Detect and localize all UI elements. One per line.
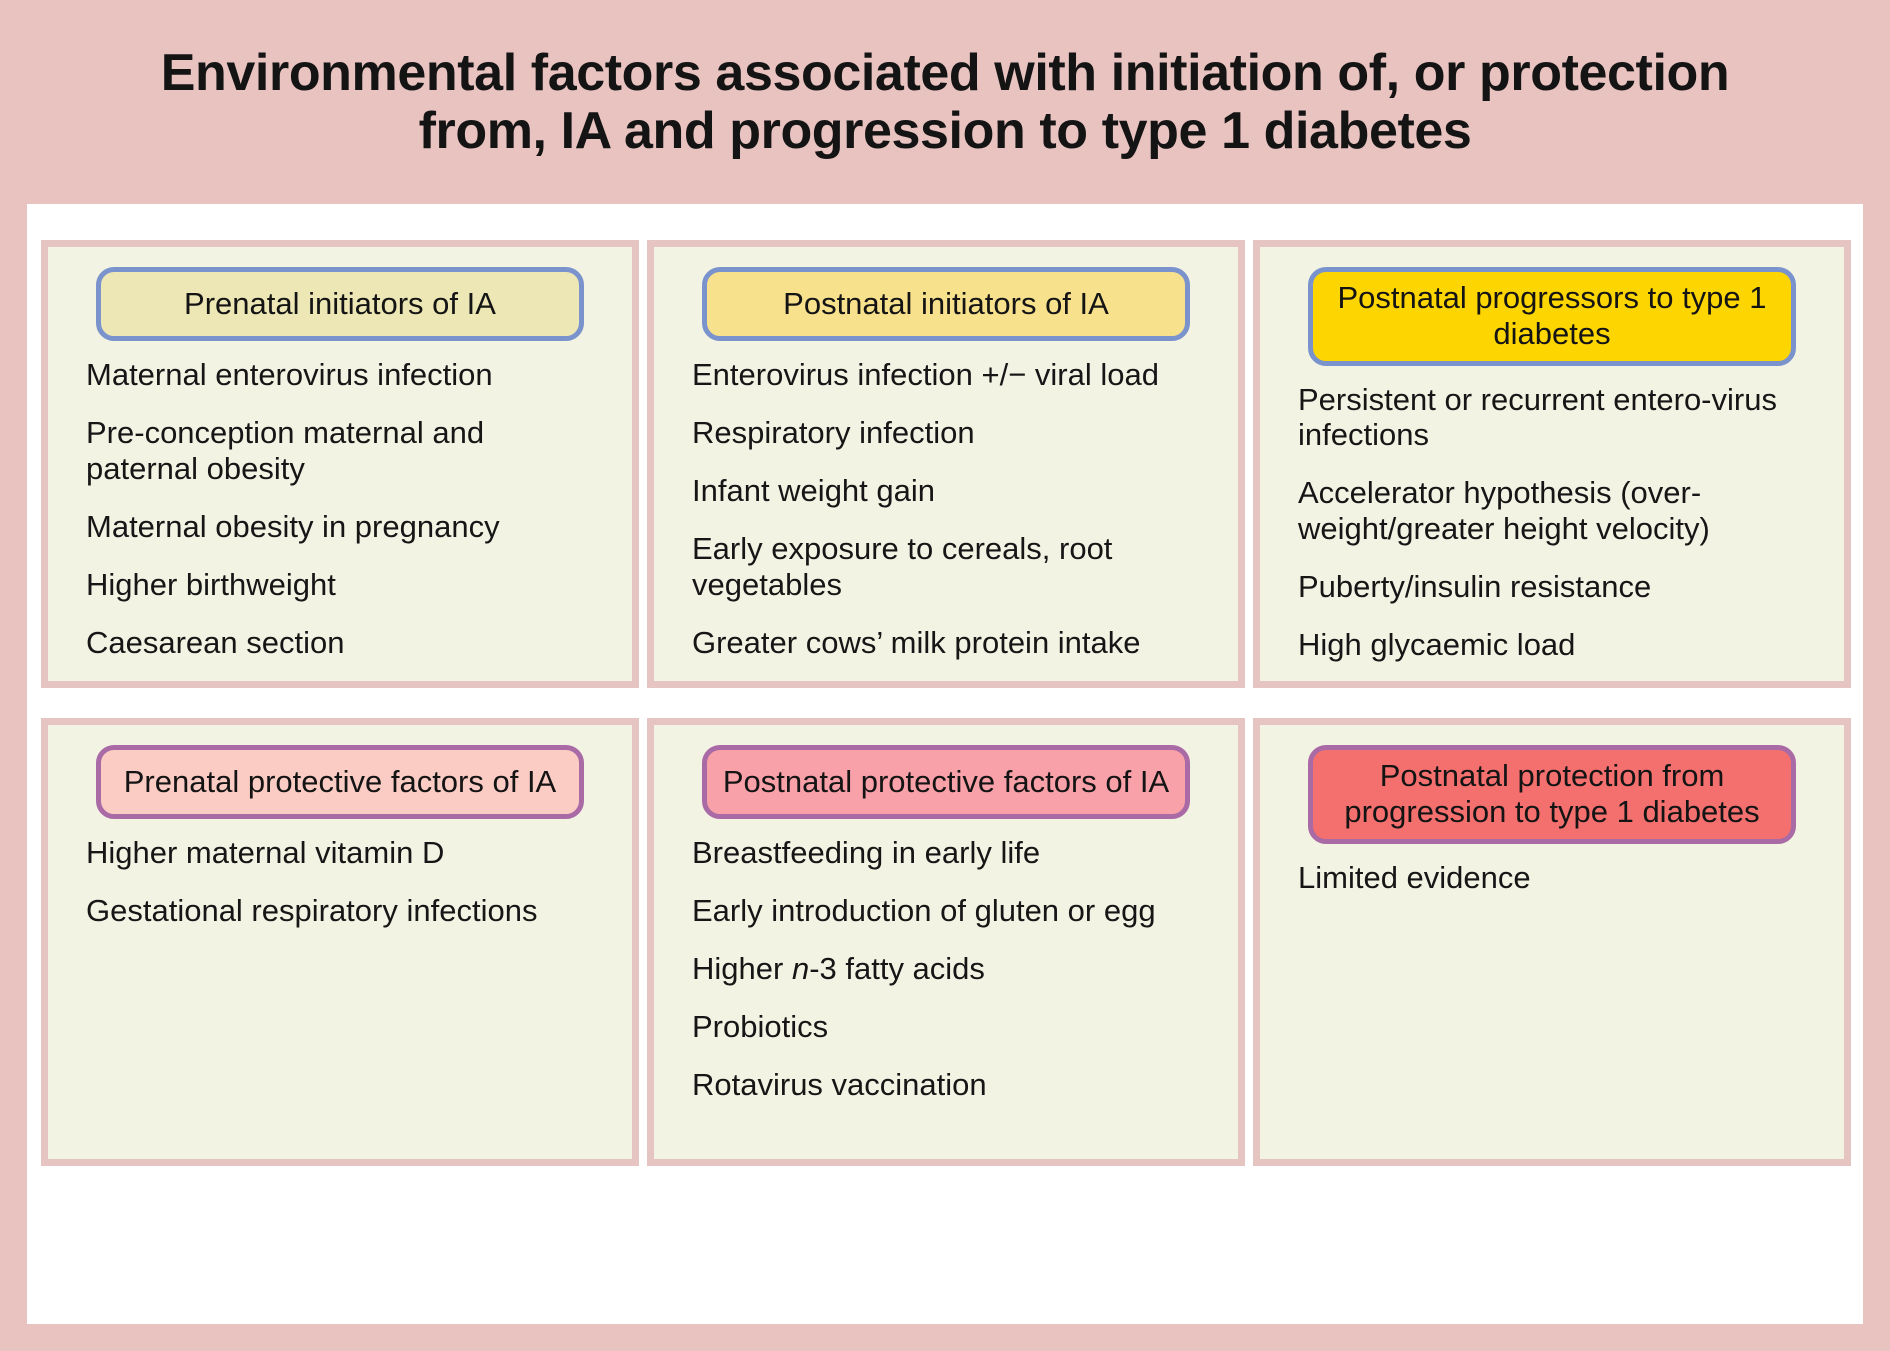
panel-prenatal-initiators: Prenatal initiators of IA Maternal enter…	[41, 240, 639, 688]
list-item: Higher birthweight	[86, 566, 336, 602]
list-item: Rotavirus vaccination	[692, 1066, 987, 1102]
panel-inner: Postnatal progressors to type 1 diabetes…	[1270, 261, 1834, 671]
badge-wrap: Prenatal protective factors of IA	[80, 739, 600, 819]
list-item: Lower microbial diversity	[1298, 685, 1812, 688]
panel-item-list: Maternal enterovirus infection Pre-conce…	[80, 351, 600, 688]
list-item: Higher n-3 fatty acids	[692, 950, 985, 986]
panel-header-postnatal-protection-progression: Postnatal protection from progression to…	[1308, 745, 1796, 844]
list-item: Breastfeeding in early life	[692, 835, 1041, 870]
list-item: Maternal obesity in pregnancy	[86, 508, 500, 544]
list-item: Early exposure to cereals, root vegetabl…	[692, 530, 1113, 602]
panel-inner: Postnatal initiators of IA Enterovirus i…	[664, 261, 1228, 671]
list-item: Pre-conception maternal and paternal obe…	[86, 414, 485, 486]
list-item: Caesarean section	[86, 624, 345, 660]
panel-inner: Prenatal initiators of IA Maternal enter…	[58, 261, 622, 671]
list-item: Greater cows’ milk protein intake	[692, 624, 1141, 660]
panel-item-list: Enterovirus infection +/− viral load Res…	[686, 351, 1206, 688]
panel-postnatal-protective: Postnatal protective factors of IA Breas…	[647, 718, 1245, 1166]
panel-header-postnatal-progressors: Postnatal progressors to type 1 diabetes	[1308, 267, 1796, 366]
panel-inner: Postnatal protective factors of IA Breas…	[664, 739, 1228, 1149]
panel-header-postnatal-protective: Postnatal protective factors of IA	[702, 745, 1190, 819]
list-item: Persistent or recurrent entero-virus inf…	[1298, 381, 1777, 453]
badge-wrap: Postnatal progressors to type 1 diabetes	[1292, 261, 1812, 366]
list-item: Stressful life events	[692, 683, 1206, 688]
figure-title-banner: Environmental factors associated with in…	[0, 0, 1890, 204]
list-item: Gestational respiratory infections	[86, 892, 538, 928]
list-item: Higher maternal vitamin D	[86, 835, 445, 870]
badge-wrap: Postnatal protective factors of IA	[686, 739, 1206, 819]
list-item: Limited evidence	[1298, 859, 1531, 895]
panel-postnatal-progressors: Postnatal progressors to type 1 diabetes…	[1253, 240, 1851, 688]
panel-postnatal-initiators: Postnatal initiators of IA Enterovirus i…	[647, 240, 1245, 688]
panel-header-prenatal-initiators: Prenatal initiators of IA	[96, 267, 584, 341]
panel-item-list: Persistent or recurrent entero-virus inf…	[1292, 376, 1812, 688]
page-title-line-2: from, IA and progression to type 1 diabe…	[418, 102, 1472, 160]
badge-wrap: Postnatal protection from progression to…	[1292, 739, 1812, 844]
panel-inner: Postnatal protection from progression to…	[1270, 739, 1834, 1149]
panel-prenatal-protective: Prenatal protective factors of IA Higher…	[41, 718, 639, 1166]
badge-wrap: Postnatal initiators of IA	[686, 261, 1206, 341]
badge-wrap: Prenatal initiators of IA	[80, 261, 600, 341]
panel-item-list: Breastfeeding in early life Early introd…	[686, 829, 1206, 1103]
page-title: Environmental factors associated with in…	[108, 44, 1782, 160]
list-item: Maternal gluten intake	[86, 683, 600, 688]
page-title-line-1: Environmental factors associated with in…	[160, 43, 1730, 102]
list-item: Enterovirus infection +/− viral load	[692, 357, 1159, 392]
list-item: Early introduction of gluten or egg	[692, 892, 1156, 928]
panel-item-list: Higher maternal vitamin D Gestational re…	[80, 829, 600, 929]
list-item: Maternal enterovirus infection	[86, 357, 493, 392]
panel-inner: Prenatal protective factors of IA Higher…	[58, 739, 622, 1149]
list-item: High glycaemic load	[1298, 627, 1576, 663]
panel-item-list: Limited evidence	[1292, 854, 1812, 896]
list-item: Respiratory infection	[692, 414, 975, 450]
panel-header-postnatal-initiators: Postnatal initiators of IA	[702, 267, 1190, 341]
panel-postnatal-protection-progression: Postnatal protection from progression to…	[1253, 718, 1851, 1166]
list-item: Probiotics	[692, 1008, 829, 1044]
panel-grid: Prenatal initiators of IA Maternal enter…	[41, 240, 1851, 1288]
list-item: Puberty/insulin resistance	[1298, 569, 1652, 605]
list-item: Infant weight gain	[692, 472, 936, 508]
panel-header-prenatal-protective: Prenatal protective factors of IA	[96, 745, 584, 819]
list-item: Accelerator hypothesis (over-weight/grea…	[1298, 475, 1710, 547]
